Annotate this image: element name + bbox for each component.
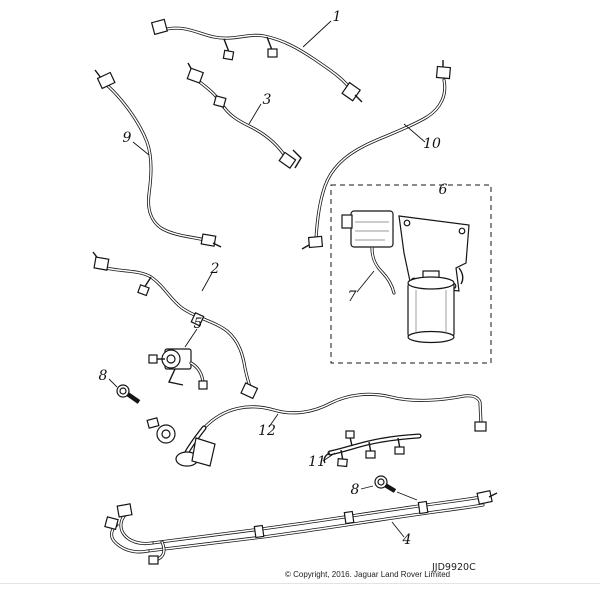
fuel-pipe-assembly-1 xyxy=(150,18,363,103)
callout-5: 5 xyxy=(193,316,203,332)
callout-9: 9 xyxy=(122,130,132,146)
callout-11: 11 xyxy=(308,454,326,470)
callout-leader-lines xyxy=(108,20,426,538)
fuel-hose-10 xyxy=(301,60,452,250)
fuel-pipe-assembly-4 xyxy=(104,489,498,565)
callout-7: 7 xyxy=(347,289,357,305)
footer-divider xyxy=(0,583,600,584)
callout-1: 1 xyxy=(332,9,342,25)
valve-5 xyxy=(148,348,208,390)
valve-canister-assembly-7 xyxy=(341,210,470,344)
fuel-pipe-assembly-2 xyxy=(92,251,259,400)
bolt-8-right xyxy=(374,475,418,501)
callout-3: 3 xyxy=(262,92,272,108)
bracket-11 xyxy=(323,430,419,468)
detail-box-6 xyxy=(330,184,492,364)
bolt-8-left xyxy=(116,384,141,404)
callout-6: 6 xyxy=(438,182,448,198)
callout-4: 4 xyxy=(402,532,412,548)
copyright-notice: © Copyright, 2016. Jaguar Land Rover Lim… xyxy=(285,570,451,579)
fuel-pipe-assembly-3 xyxy=(186,62,302,169)
callout-2: 2 xyxy=(210,261,220,277)
fuel-hose-12 xyxy=(146,392,487,467)
callout-8-left: 8 xyxy=(98,368,108,384)
fuel-hose-9 xyxy=(94,69,222,248)
diagram-code: JJD9920C xyxy=(432,562,476,573)
callout-8-right: 8 xyxy=(350,482,360,498)
callout-12: 12 xyxy=(258,423,276,439)
callout-10: 10 xyxy=(423,136,441,152)
